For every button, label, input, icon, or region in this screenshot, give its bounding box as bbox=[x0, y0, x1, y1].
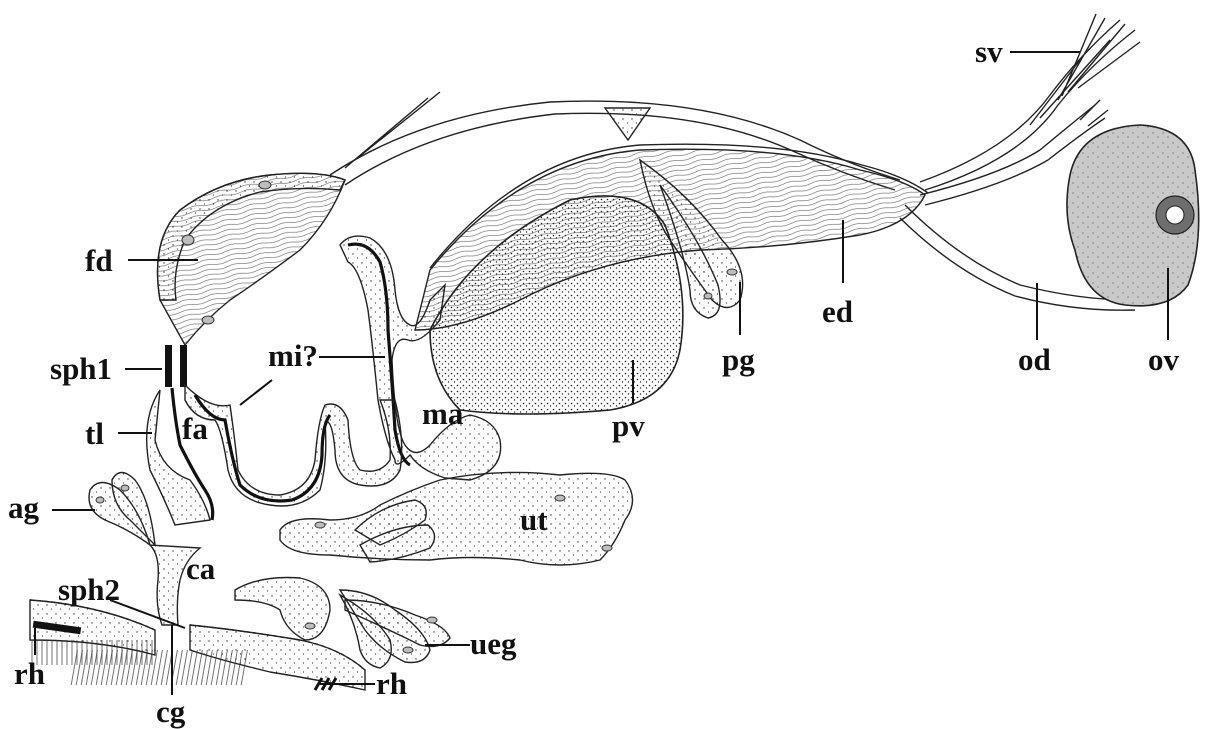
label-od: od bbox=[1018, 344, 1051, 375]
label-ov: ov bbox=[1148, 344, 1179, 375]
label-ag: ag bbox=[8, 492, 39, 523]
label-pg: pg bbox=[722, 344, 755, 375]
label-mi: mi? bbox=[268, 340, 318, 371]
accessory-glands bbox=[89, 473, 155, 546]
label-fd: fd bbox=[85, 245, 113, 276]
label-pv: pv bbox=[612, 410, 645, 441]
label-fa: fa bbox=[182, 413, 208, 444]
label-ueg: ueg bbox=[470, 628, 517, 659]
label-cg: cg bbox=[156, 696, 185, 727]
label-ca: ca bbox=[186, 553, 215, 584]
label-tl: tl bbox=[85, 418, 104, 449]
label-rh-left: rh bbox=[14, 658, 45, 689]
uterus bbox=[280, 472, 633, 565]
sphincter-1 bbox=[165, 345, 187, 387]
label-ut: ut bbox=[520, 504, 548, 535]
label-sph1: sph1 bbox=[50, 353, 112, 384]
ovary bbox=[1067, 125, 1199, 306]
label-ma: ma bbox=[422, 398, 463, 429]
female-atrium bbox=[147, 385, 402, 525]
label-sph2: sph2 bbox=[58, 574, 120, 605]
label-rh-right: rh bbox=[376, 668, 407, 699]
label-ed: ed bbox=[822, 296, 853, 327]
label-sv: sv bbox=[975, 36, 1003, 67]
